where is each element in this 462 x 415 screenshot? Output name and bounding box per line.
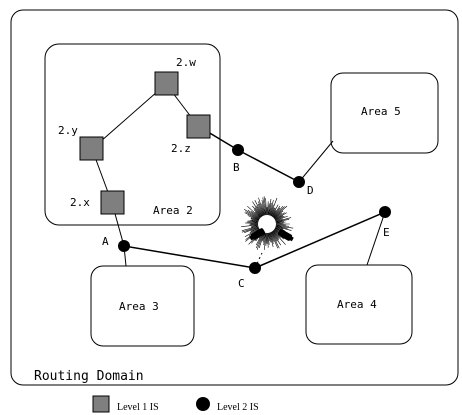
routing-domain-box	[10, 9, 459, 386]
link-2w-2y	[91, 83, 167, 150]
link-d-area5	[298, 140, 334, 183]
level2-node-c	[249, 262, 261, 274]
area-4-label: Area 4	[337, 298, 377, 311]
level2-label-a: A	[102, 235, 109, 248]
level2-label-c: C	[238, 277, 245, 290]
links	[91, 83, 386, 269]
routing-domain-label: Routing Domain	[34, 369, 144, 384]
explosion-icon	[241, 196, 294, 250]
legend-level2-swatch	[196, 397, 210, 411]
level1-label-2z: 2.z	[171, 142, 191, 155]
level2-label-e: E	[383, 226, 390, 239]
level1-node-2y	[79, 136, 104, 161]
link-a-c	[123, 245, 256, 269]
level2-label-d: D	[307, 184, 314, 197]
level1-node-2z	[186, 114, 211, 139]
level2-node-b	[232, 144, 244, 156]
area-3-label: Area 3	[119, 300, 159, 313]
level1-node-2x	[100, 190, 125, 215]
legend-level2-label: Level 2 IS	[217, 402, 259, 413]
legend-level1-swatch	[92, 395, 110, 413]
level2-node-a	[118, 240, 130, 252]
area-4-box	[305, 264, 413, 345]
level1-node-2w	[154, 71, 179, 96]
level1-label-2y: 2.y	[58, 124, 78, 137]
area-2-box	[44, 43, 221, 226]
link-e-area4	[366, 211, 386, 266]
area-5-box	[330, 72, 439, 154]
link-b-d	[237, 149, 300, 183]
level2-node-e	[379, 206, 391, 218]
area-5-label: Area 5	[361, 105, 401, 118]
level2-node-d	[293, 176, 305, 188]
level1-label-2w: 2.w	[176, 56, 196, 69]
level1-label-2x: 2.x	[70, 196, 90, 209]
link-c-e	[254, 211, 386, 269]
legend-level1-label: Level 1 IS	[117, 402, 159, 413]
level2-label-b: B	[233, 161, 240, 174]
area-2-label: Area 2	[153, 204, 193, 217]
area-3-box	[90, 265, 195, 347]
